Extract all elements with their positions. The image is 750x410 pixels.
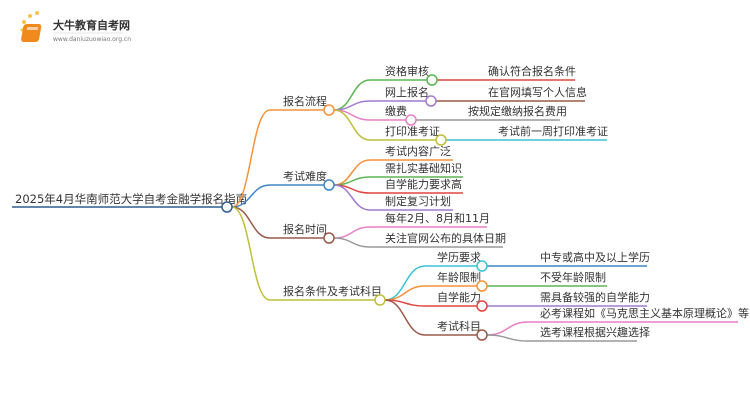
child-connector bbox=[384, 265, 426, 301]
leaf-label: 中专或高中及以上学历 bbox=[540, 250, 650, 264]
branch-label: 报名条件及考试科目 bbox=[283, 284, 382, 298]
child-node-circle bbox=[426, 74, 438, 86]
child-node-circle bbox=[476, 260, 488, 272]
branch-node-circle bbox=[323, 104, 335, 116]
branch-connector bbox=[231, 206, 271, 239]
leaf-connector bbox=[486, 334, 529, 342]
leaf-label: 必考课程如《马克思主义基本原理概论》等 bbox=[540, 306, 749, 320]
child-node-circle bbox=[476, 329, 488, 341]
leaf-label: 不受年龄限制 bbox=[540, 270, 606, 284]
child-connector bbox=[333, 237, 371, 248]
logo-url: www.daniuzuowiao.org.cn bbox=[53, 36, 131, 43]
child-label: 制定复习计划 bbox=[385, 194, 451, 208]
child-label: 打印准考证 bbox=[385, 124, 440, 138]
child-node-circle bbox=[405, 114, 417, 126]
child-node-circle bbox=[435, 134, 447, 146]
child-connector bbox=[384, 285, 426, 301]
leaf-label: 在官网填写个人信息 bbox=[488, 85, 587, 99]
child-connector bbox=[384, 299, 426, 336]
child-label: 缴费 bbox=[385, 104, 407, 118]
child-label: 关注官网公布的具体日期 bbox=[385, 231, 506, 245]
child-connector bbox=[333, 226, 371, 239]
book-logo-icon bbox=[20, 11, 42, 42]
child-label: 考试科目 bbox=[437, 319, 481, 333]
leaf-label: 确认符合报名条件 bbox=[488, 64, 576, 78]
child-label: 网上报名 bbox=[385, 85, 429, 99]
child-label: 每年2月、8月和11月 bbox=[385, 211, 490, 225]
child-node-circle bbox=[476, 280, 488, 292]
child-label: 学历要求 bbox=[437, 250, 481, 264]
branch-node-circle bbox=[374, 294, 386, 306]
branch-label: 考试难度 bbox=[283, 169, 327, 183]
branch-connector bbox=[231, 184, 271, 208]
leaf-label: 按规定缴纳报名费用 bbox=[468, 104, 567, 118]
branch-node-circle bbox=[323, 179, 335, 191]
root-node-label: 2025年4月华南师范大学自考金融学报名指南 bbox=[15, 192, 247, 206]
child-label: 年龄限制 bbox=[437, 270, 481, 284]
branch-node-circle bbox=[323, 232, 335, 244]
child-label: 自学能力 bbox=[437, 290, 481, 304]
child-label: 考试内容广泛 bbox=[385, 144, 451, 158]
leaf-connector bbox=[486, 321, 529, 336]
child-node-circle bbox=[425, 95, 437, 107]
logo-title: 大牛教育自考网 bbox=[53, 18, 130, 32]
logo: 大牛教育自考网 www.daniuzuowiao.org.cn bbox=[20, 11, 131, 43]
branch-connector bbox=[231, 206, 271, 301]
child-label: 自学能力要求高 bbox=[385, 177, 462, 191]
child-label: 需扎实基础知识 bbox=[385, 161, 462, 175]
leaf-label: 需具备较强的自学能力 bbox=[540, 290, 650, 304]
branch-label: 报名时间 bbox=[283, 222, 327, 236]
branch-connector bbox=[231, 109, 271, 208]
root-node-circle bbox=[221, 201, 233, 213]
leaf-label: 考试前一周打印准考证 bbox=[498, 124, 608, 138]
child-node-circle bbox=[476, 300, 488, 312]
child-label: 资格审核 bbox=[385, 64, 429, 78]
child-connector bbox=[333, 184, 371, 211]
branch-label: 报名流程 bbox=[283, 94, 327, 108]
leaf-label: 选考课程根据兴趣选择 bbox=[540, 325, 650, 339]
child-connector bbox=[333, 109, 371, 141]
